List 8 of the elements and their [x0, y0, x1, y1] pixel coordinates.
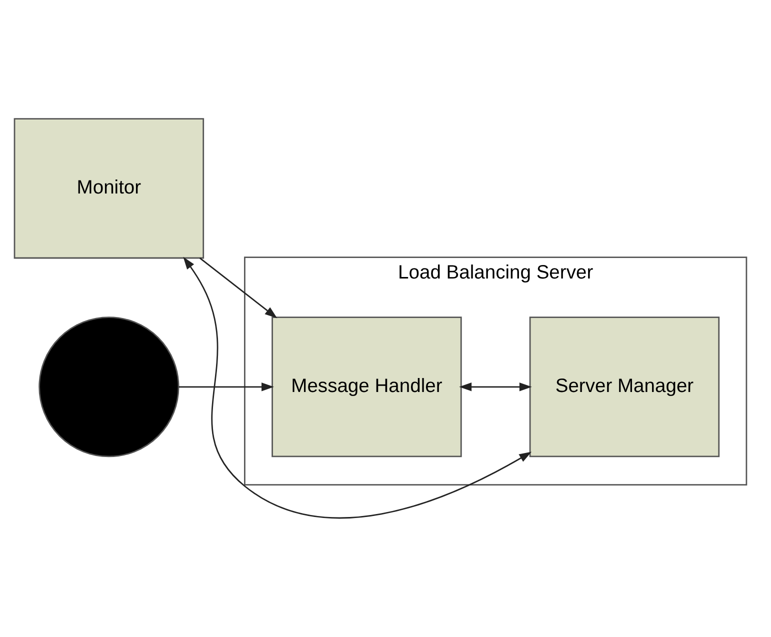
node-circle [38, 316, 179, 458]
arrow [458, 382, 532, 392]
node-box: Message Handler [271, 316, 462, 458]
node-box: Server Manager [528, 316, 720, 458]
arrow [198, 258, 277, 318]
arrow [178, 382, 274, 392]
arrow [182, 256, 532, 518]
node-box: Monitor [13, 118, 204, 259]
